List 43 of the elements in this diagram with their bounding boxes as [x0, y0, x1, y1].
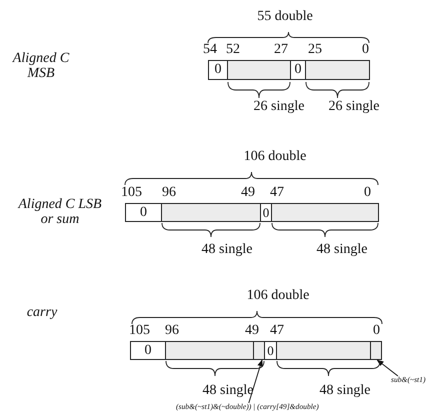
bit-index: 96 — [162, 186, 176, 201]
bit-field: 0 — [290, 60, 306, 80]
bit-index: 49 — [241, 186, 255, 201]
leader-line — [248, 359, 263, 404]
bit-index: 47 — [270, 324, 284, 339]
width-label: 48 single — [316, 243, 368, 258]
bit-field — [271, 203, 379, 222]
width-label: 26 single — [254, 100, 304, 115]
bit-field — [227, 60, 291, 80]
width-label: 55 double — [257, 10, 313, 25]
width-label: 48 single — [202, 243, 252, 258]
bit-index: 105 — [121, 186, 142, 201]
width-label: 48 single — [320, 384, 370, 399]
bit-index: 25 — [308, 43, 322, 58]
width-label: 48 single — [202, 384, 254, 399]
row-label: carry — [26, 306, 58, 321]
width-label: 106 double — [246, 289, 310, 304]
bit-index: 96 — [165, 324, 179, 339]
width-label: 26 single — [328, 100, 380, 115]
bit-index: 47 — [270, 186, 284, 201]
bit-field — [253, 341, 265, 360]
width-label: 106 double — [244, 150, 306, 165]
bit-field: 0 — [208, 60, 228, 80]
row-label: Aligned C LSB or sum — [16, 198, 103, 228]
bit-field — [276, 341, 371, 360]
bit-field — [370, 341, 382, 360]
bit-field — [161, 203, 261, 222]
bit-field: 0 — [260, 203, 272, 222]
leader-line — [376, 360, 398, 376]
bit-field — [305, 60, 370, 80]
bit-field: 0 — [125, 203, 162, 222]
row-label: Aligned C MSB — [11, 52, 70, 82]
bit-index: 0 — [373, 324, 380, 339]
bit-index: 27 — [274, 43, 288, 58]
bit-field: 0 — [130, 341, 166, 360]
bit-field: 0 — [264, 341, 277, 360]
bit-index: 0 — [362, 43, 369, 58]
bit-index: 0 — [364, 186, 371, 201]
bit-index: 54 — [203, 43, 217, 58]
bit-field — [165, 341, 254, 360]
bit-index: 49 — [245, 324, 259, 339]
bit-index: 105 — [129, 324, 150, 339]
bit-index: 52 — [226, 43, 240, 58]
